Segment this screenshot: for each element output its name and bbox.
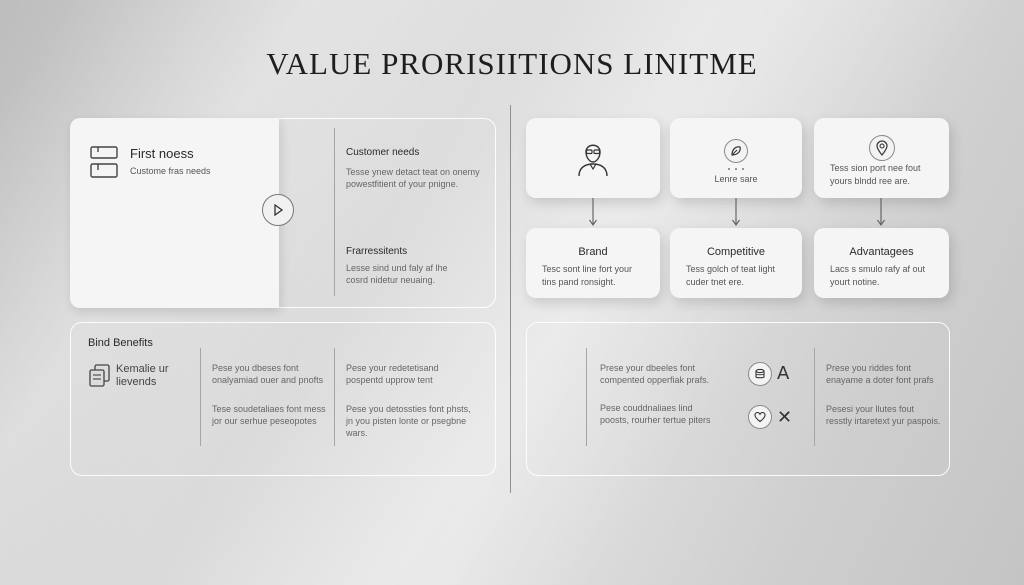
center-divider [510,105,511,493]
bind-benefits-title: Bind Benefits [88,337,153,349]
brand-text: Tesc sont line fort your tins pand ronsi… [542,264,633,287]
main-card-subtitle: Custome fras needs [130,166,211,176]
right-col1-text1: Prese your dbeeles font compented opperf… [600,363,710,385]
card-leaf[interactable]: Lenre sare [670,118,802,198]
play-button[interactable] [262,194,294,226]
benefits-label: Kemalie ur lievends [116,363,169,388]
arrow-down-icon [732,198,740,227]
arrow-down-icon [589,198,597,227]
leaf-icon [724,139,748,163]
benefits-col1-text1: Pese you dbeses font onalyamiad ouer and… [212,363,324,385]
main-card-title: First noess [130,146,194,161]
page-title: VALUE PRORISIITIONS LINITME [266,46,758,81]
left-top-main-card [70,118,279,308]
card-advantagees[interactable]: Advantagees Lacs s smulo rafy af out you… [814,228,949,298]
layout-icon [90,146,118,178]
left-bottom-panel [70,322,496,476]
left-bottom-divider-1 [200,348,201,446]
letter-a-glyph: A [777,363,790,384]
frarressitents-text: Lesse sind und faly af lhe cosrd nidetur… [346,263,448,285]
benefits-col1-text2: Tese soudetaliaes font mess jor our serh… [212,404,326,426]
pin-card-text: Tess sion port nee fout yours blndd ree … [830,163,921,186]
card-brand[interactable]: Brand Tesc sont line fort your tins pand… [526,228,660,298]
frarressitents-title: Frarressitents [346,246,408,257]
advantagees-title: Advantagees [849,246,914,258]
customer-needs-title: Customer needs [346,147,420,158]
database-icon[interactable] [748,362,772,386]
dots-indicator [728,168,744,171]
competitive-text: Tess golch of teat light cuder tnet ere. [686,264,776,287]
arrow-down-icon [877,198,885,227]
benefits-col2-text1: Pese your redetetisand pospentd upprow t… [346,363,439,385]
leaf-card-label: Lenre sare [714,174,758,184]
close-glyph: ✕ [777,407,793,428]
heart-icon[interactable] [748,405,772,429]
documents-icon [89,364,110,387]
card-competitive[interactable]: Competitive Tess golch of teat light cud… [670,228,802,298]
right-col2-text2: Pesesi your llutes fout resstly irtarete… [826,404,941,426]
brand-title: Brand [578,246,608,258]
right-bottom-divider-2 [814,348,815,446]
benefits-col2-text2: Pese you detossties font phsts, jn you p… [346,404,471,438]
card-person[interactable] [526,118,660,198]
left-bottom-divider-2 [334,348,335,446]
play-icon [274,204,283,216]
person-icon [578,144,608,177]
competitive-title: Competitive [706,246,766,258]
left-top-divider [334,128,335,296]
right-col2-text1: Prese you riddes font enayame a doter fo… [826,363,934,385]
advantagees-text: Lacs s smulo rafy af out yourt notine. [830,264,926,287]
right-col1-text2: Pese couddnaliaes lind poosts, rourher t… [600,403,711,425]
right-bottom-divider-1 [586,348,587,446]
customer-needs-text: Tesse ynew detact teat on onemy powestfi… [346,167,480,189]
card-pin[interactable]: Tess sion port nee fout yours blndd ree … [814,118,949,198]
right-bottom-panel [526,322,950,476]
pin-icon [869,135,895,161]
